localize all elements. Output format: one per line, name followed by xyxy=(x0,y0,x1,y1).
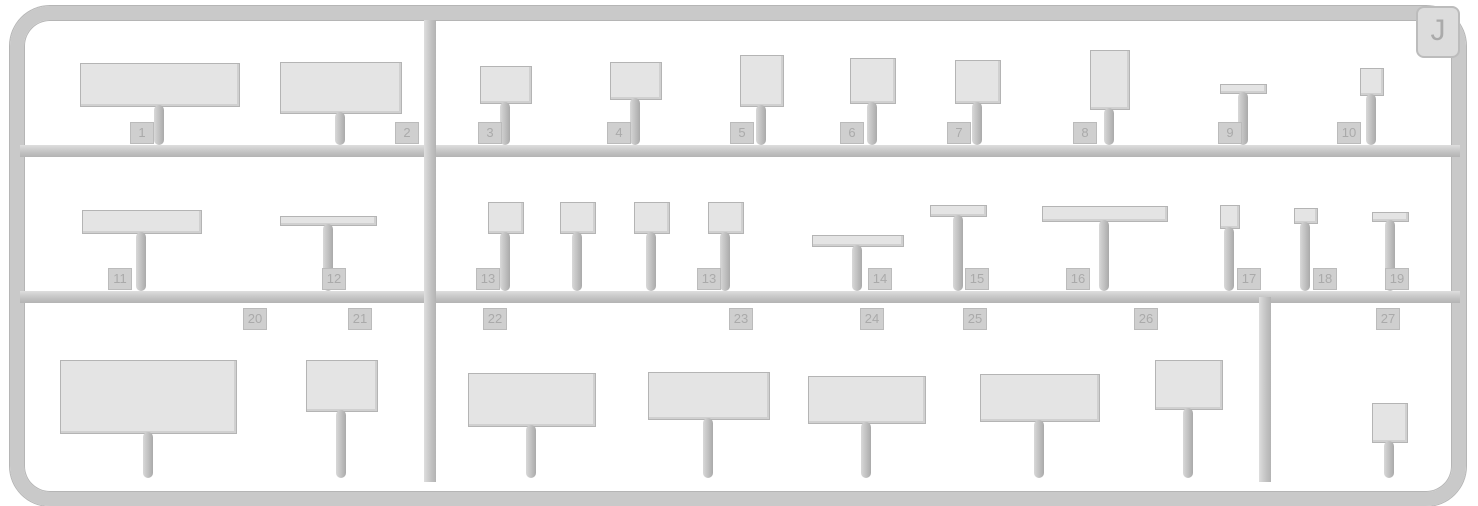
part-number-tag: 20 xyxy=(243,308,267,330)
sprue-runner-middle xyxy=(20,291,1460,303)
part-number-tag: 11 xyxy=(108,268,132,290)
model-part xyxy=(1372,403,1408,443)
sprue-gate xyxy=(972,102,982,145)
sprue-runner-vertical-left xyxy=(424,20,436,482)
sprue-gate xyxy=(1300,222,1310,291)
sprue-gate xyxy=(1104,108,1114,145)
sprue-gate xyxy=(1034,420,1044,478)
sprue-runner-top xyxy=(20,145,1460,157)
part-number-tag: 15 xyxy=(965,268,989,290)
model-part xyxy=(280,62,402,114)
model-part xyxy=(468,373,596,427)
sprue-gate xyxy=(1237,92,1248,145)
model-part xyxy=(488,202,524,234)
model-part xyxy=(955,60,1001,104)
model-part xyxy=(80,63,240,107)
model-part xyxy=(740,55,784,107)
sprue-gate xyxy=(136,232,146,291)
sprue-gate xyxy=(720,232,730,291)
model-part xyxy=(560,202,596,234)
sprue-gate xyxy=(861,422,871,478)
model-part xyxy=(82,210,202,234)
part-number-tag: 23 xyxy=(729,308,753,330)
sprue-gate xyxy=(336,410,346,478)
model-part xyxy=(1220,205,1240,229)
model-part xyxy=(1360,68,1384,96)
model-part xyxy=(980,374,1100,422)
part-number-tag: 3 xyxy=(478,122,502,144)
model-part xyxy=(1090,50,1130,110)
sprue-gate xyxy=(1384,220,1395,291)
model-part xyxy=(60,360,237,434)
part-number-tag: 27 xyxy=(1376,308,1400,330)
part-number-tag: 1 xyxy=(130,122,154,144)
part-number-tag: 6 xyxy=(840,122,864,144)
sprue-gate xyxy=(142,432,153,478)
model-part xyxy=(634,202,670,234)
sprue-gate xyxy=(1183,408,1193,478)
sprue-gate xyxy=(646,232,656,291)
model-part xyxy=(808,376,926,424)
sprue-gate xyxy=(1384,441,1394,478)
part-number-tag: 12 xyxy=(322,268,346,290)
part-number-tag: 22 xyxy=(483,308,507,330)
sprue-gate xyxy=(1224,227,1234,291)
sprue-gate xyxy=(952,215,963,291)
part-number-tag: 19 xyxy=(1385,268,1409,290)
part-number-tag: 13 xyxy=(476,268,500,290)
part-number-tag: 21 xyxy=(348,308,372,330)
sprue-gate xyxy=(1099,220,1109,291)
part-number-tag: 16 xyxy=(1066,268,1090,290)
part-number-tag: 13 xyxy=(697,268,721,290)
part-number-tag: 25 xyxy=(963,308,987,330)
model-part xyxy=(708,202,744,234)
sprue-gate xyxy=(526,425,536,478)
sprue-gate xyxy=(852,245,862,291)
sprue-gate xyxy=(572,232,582,291)
part-number-tag: 18 xyxy=(1313,268,1337,290)
sprue-gate xyxy=(154,105,164,145)
sprue-gate xyxy=(867,102,877,145)
model-part xyxy=(1155,360,1223,410)
part-number-tag: 7 xyxy=(947,122,971,144)
part-number-tag: 8 xyxy=(1073,122,1097,144)
sprue-frame xyxy=(10,6,1466,506)
sprue-gate xyxy=(630,98,640,145)
sprue-gate xyxy=(500,232,510,291)
model-part xyxy=(480,66,532,104)
model-part xyxy=(850,58,896,104)
sprue-gate xyxy=(1366,94,1376,145)
sprue-gate xyxy=(703,418,713,478)
sprue-letter-tag: J xyxy=(1416,6,1460,58)
sprue-gate xyxy=(756,105,766,145)
part-number-tag: 14 xyxy=(868,268,892,290)
part-number-tag: 10 xyxy=(1337,122,1361,144)
part-number-tag: 5 xyxy=(730,122,754,144)
sprue-gate xyxy=(322,224,333,291)
sprue-runner-vertical-right xyxy=(1259,297,1271,482)
part-number-tag: 2 xyxy=(395,122,419,144)
sprue-gate xyxy=(500,102,510,145)
part-number-tag: 9 xyxy=(1218,122,1242,144)
model-part xyxy=(648,372,770,420)
part-number-tag: 17 xyxy=(1237,268,1261,290)
model-part xyxy=(306,360,378,412)
part-number-tag: 4 xyxy=(607,122,631,144)
part-number-tag: 26 xyxy=(1134,308,1158,330)
sprue-gate xyxy=(335,112,345,145)
model-part xyxy=(610,62,662,100)
part-number-tag: 24 xyxy=(860,308,884,330)
